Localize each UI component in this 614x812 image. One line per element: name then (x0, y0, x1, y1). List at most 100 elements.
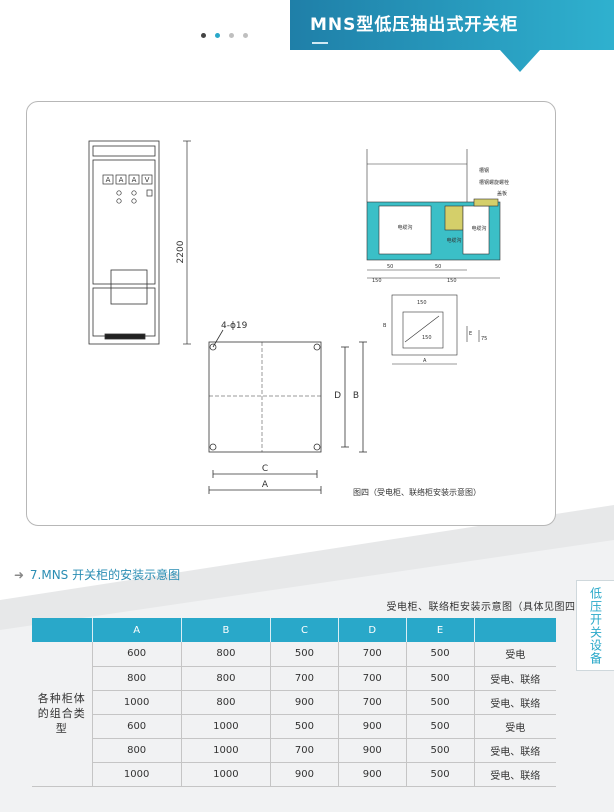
table-cell: 1000 (181, 738, 272, 763)
table-cell: 500 (270, 642, 339, 667)
callout-label: 槽钢 (479, 167, 489, 174)
table-caption: 受电柜、联络柜安装示意图（具体见图四） (386, 602, 586, 613)
row-group-label: 各种柜体的组合类型 (32, 642, 93, 787)
section-dimension: 150 (447, 278, 457, 284)
height-dimension (183, 140, 191, 345)
detail-dimension: B (383, 323, 387, 329)
detail-dimension: 150 (417, 300, 427, 306)
section-dimension: 150 (372, 278, 382, 284)
bolt-hole-label: 4-ϕ19 (221, 321, 248, 331)
detail-dimension: A (423, 358, 427, 364)
cable-trench-label: 电缆沟 (471, 225, 486, 232)
meter-group: A A A V (102, 174, 153, 185)
table-cell: 1000 (92, 690, 182, 715)
height-dimension-label: 2200 (176, 240, 186, 263)
table-cell: 700 (338, 642, 407, 667)
detail-dimension: 150 (422, 335, 432, 341)
plan-dimension-b: B (353, 391, 359, 401)
figure-caption: 图四（受电柜、联络柜安装示意图） (353, 487, 481, 497)
mounting-detail (391, 294, 480, 365)
arrow-icon: ➜ (14, 568, 25, 582)
section-heading: ➜ 7.MNS 开关柜的安装示意图 (14, 566, 180, 583)
table-cell: 700 (338, 690, 407, 715)
table-header-row: A B C D E (32, 618, 556, 642)
meter-label: V (145, 176, 150, 184)
plan-dimension-a: A (262, 480, 269, 490)
table-cell: 800 (181, 690, 272, 715)
table-cell: 受电、联络 (474, 666, 556, 691)
table-cell: 900 (338, 762, 407, 787)
table-cell: 受电、联络 (474, 690, 556, 715)
table-cell: 500 (406, 714, 475, 739)
table-cell: 受电 (474, 714, 556, 739)
meter-label: A (119, 176, 124, 184)
table-cell: 受电、联络 (474, 762, 556, 787)
section-heading-text: 7.MNS 开关柜的安装示意图 (29, 568, 181, 582)
table-cell: 1000 (181, 714, 272, 739)
table-header-cell (474, 618, 556, 642)
page-dot-active[interactable] (215, 33, 220, 38)
dimension-table: A B C D E 各种柜体的组合类型 600 800 500 700 500 … (32, 618, 556, 787)
section-dimension: 50 (387, 264, 393, 270)
foundation-section (366, 149, 501, 279)
cable-trench-label: 电缆沟 (397, 224, 412, 231)
title-underline (312, 42, 328, 44)
page-dot[interactable] (201, 33, 206, 38)
table-header-cell: D (338, 618, 407, 642)
table-cell: 800 (92, 666, 182, 691)
table-cell: 700 (270, 666, 339, 691)
table-header-cell: A (92, 618, 182, 642)
callout-label: 槽钢螺旋螺栓 (479, 179, 509, 186)
table-cell: 900 (338, 738, 407, 763)
drawing-panel: A A A V 2200 (26, 101, 556, 526)
table-row: 1000 1000 900 900 500 受电、联络 (32, 762, 556, 787)
side-category-tab[interactable]: 低压开关设备 (576, 580, 614, 671)
cabinet-front-view (88, 140, 160, 345)
table-cell: 500 (406, 690, 475, 715)
table-row: 600 1000 500 900 500 受电 (32, 714, 556, 739)
plan-dimension-d: D (334, 391, 341, 401)
table-cell: 500 (406, 762, 475, 787)
table-cell: 受电、联络 (474, 738, 556, 763)
table-cell: 900 (270, 690, 339, 715)
table-cell: 500 (406, 642, 475, 667)
title-banner (290, 0, 614, 72)
table-cell: 600 (92, 642, 182, 667)
installation-drawing: A A A V 2200 (88, 140, 509, 497)
side-category-label: 低压开关设备 (588, 586, 603, 665)
table-cell: 500 (406, 738, 475, 763)
detail-dimension: 75 (481, 336, 487, 342)
table-cell: 1000 (181, 762, 272, 787)
table-cell: 500 (406, 666, 475, 691)
meter-label: A (106, 176, 111, 184)
table-row: 1000 800 900 700 500 受电、联络 (32, 690, 556, 715)
detail-dimension: E (469, 331, 472, 337)
table-cell: 700 (338, 666, 407, 691)
table-row: 800 800 700 700 500 受电、联络 (32, 666, 556, 691)
base-plan (208, 329, 367, 494)
table-cell: 600 (92, 714, 182, 739)
page-dot[interactable] (229, 33, 234, 38)
table-cell: 800 (181, 642, 272, 667)
table-row: 各种柜体的组合类型 600 800 500 700 500 受电 (32, 642, 556, 787)
section-dimension: 50 (435, 264, 441, 270)
page-dots (201, 33, 248, 38)
table-cell: 900 (338, 714, 407, 739)
table-header-cell: B (181, 618, 272, 642)
meter-label: A (132, 176, 137, 184)
table-cell: 700 (270, 738, 339, 763)
table-cell: 500 (270, 714, 339, 739)
plan-dimension-c: C (262, 464, 268, 474)
table-row: 800 1000 700 900 500 受电、联络 (32, 738, 556, 763)
page-dot[interactable] (243, 33, 248, 38)
indicator-lamps (116, 189, 153, 204)
table-cell: 800 (92, 738, 182, 763)
table-header-cell: C (270, 618, 339, 642)
table-cell: 1000 (92, 762, 182, 787)
table-header-cell: E (406, 618, 475, 642)
cable-trench-label: 电缆沟 (446, 237, 461, 244)
table-cell: 800 (181, 666, 272, 691)
table-cell: 受电 (474, 642, 556, 667)
callout-label: 盖板 (497, 190, 507, 197)
table-header-cell (32, 618, 93, 642)
